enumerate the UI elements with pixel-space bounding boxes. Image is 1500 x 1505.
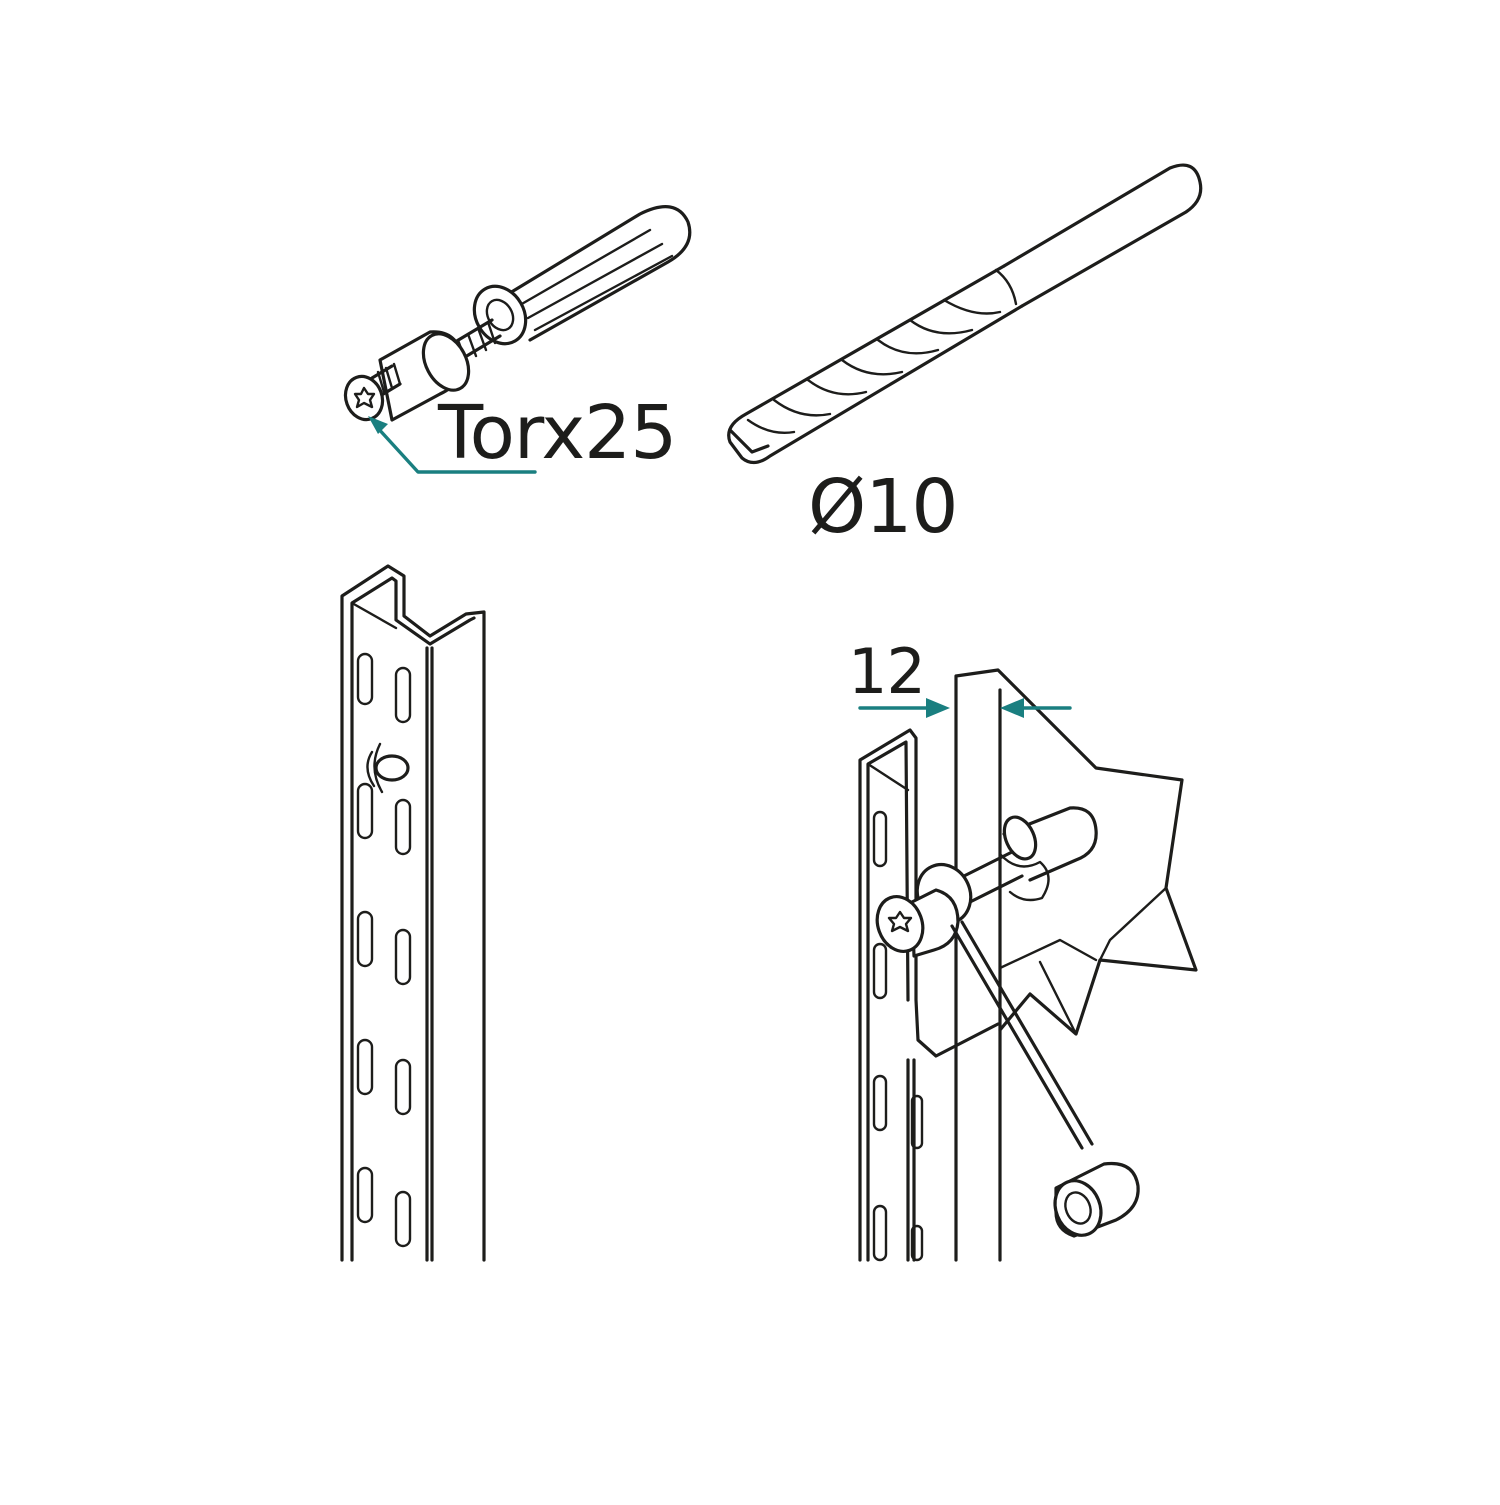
slot-column-a	[356, 652, 374, 1224]
dimension-12	[858, 698, 1072, 718]
drill-diameter-label: Ø10	[808, 464, 958, 550]
mounted-anchor-icon	[875, 806, 1098, 958]
torx-star-icon	[887, 910, 913, 933]
slot-column-c	[872, 810, 888, 1262]
cap-leader-line	[950, 920, 1094, 1150]
wall-upright-left	[340, 564, 486, 1262]
spacer-sleeve-icon	[378, 330, 471, 422]
wall-section	[954, 668, 1198, 1262]
torx-callout-leader	[368, 416, 537, 474]
torx-label: Torx25	[438, 390, 677, 476]
slot-column-d	[910, 1094, 924, 1262]
torx-star-icon	[353, 386, 376, 409]
wall-plug-icon	[448, 205, 692, 364]
screw-icon	[343, 362, 402, 422]
drill-bit-icon	[727, 163, 1203, 465]
slot-column-b	[394, 666, 412, 1248]
wall-upright-right	[858, 728, 1000, 1262]
offset-dimension-label: 12	[848, 635, 926, 708]
cover-cap-icon	[1053, 1161, 1140, 1238]
hole-marker-icon	[366, 742, 410, 794]
